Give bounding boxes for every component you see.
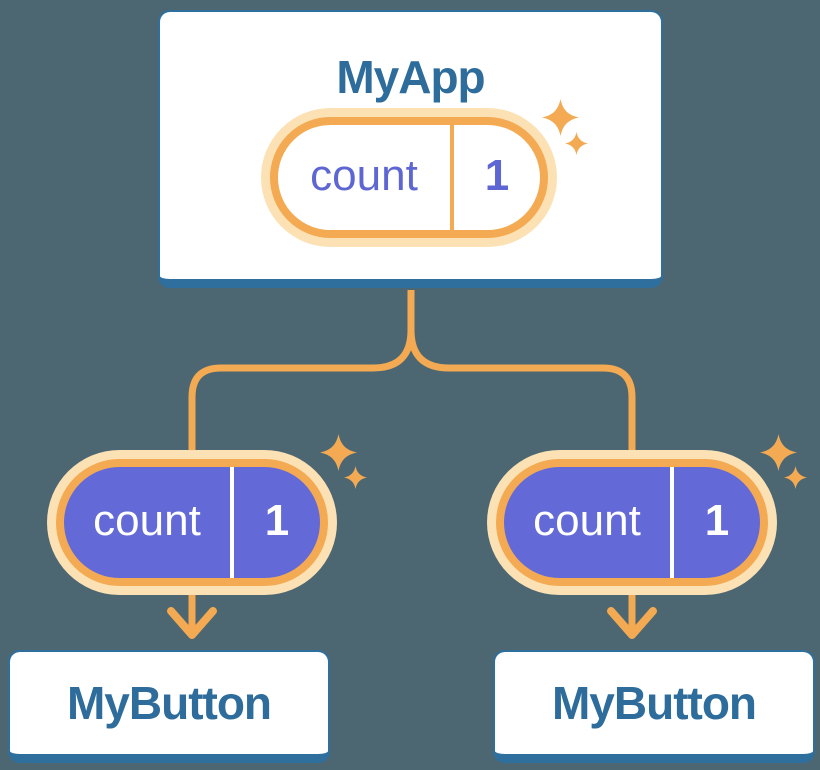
root-state-pill-body: count 1 [270, 117, 548, 238]
right-prop-pill: count 1 [487, 450, 777, 595]
prop-value: 1 [704, 495, 730, 545]
pill-divider [670, 467, 674, 578]
root-component-title: MyApp [336, 51, 485, 103]
prop-value: 1 [264, 495, 290, 545]
left-child-card: MyButton [8, 650, 330, 763]
right-child-title: MyButton [551, 677, 757, 729]
right-prop-pill-body: count 1 [496, 459, 768, 586]
state-name: count [310, 150, 418, 200]
arrow-left-icon [167, 607, 217, 639]
prop-name: count [533, 495, 641, 545]
root-state-pill: count 1 [261, 108, 557, 247]
sparkle-icon [784, 466, 807, 489]
sparkle-icon [320, 434, 357, 471]
state-value: 1 [484, 150, 510, 200]
sparkle-icon [760, 434, 797, 471]
sparkle-icon [344, 466, 367, 489]
pill-divider [230, 467, 234, 578]
pill-divider [450, 125, 454, 230]
prop-name: count [93, 495, 201, 545]
right-child-card: MyButton [493, 650, 815, 763]
left-child-title: MyButton [66, 677, 272, 729]
left-prop-pill-body: count 1 [56, 459, 328, 586]
arrow-right-icon [607, 607, 657, 639]
left-prop-pill: count 1 [47, 450, 337, 595]
